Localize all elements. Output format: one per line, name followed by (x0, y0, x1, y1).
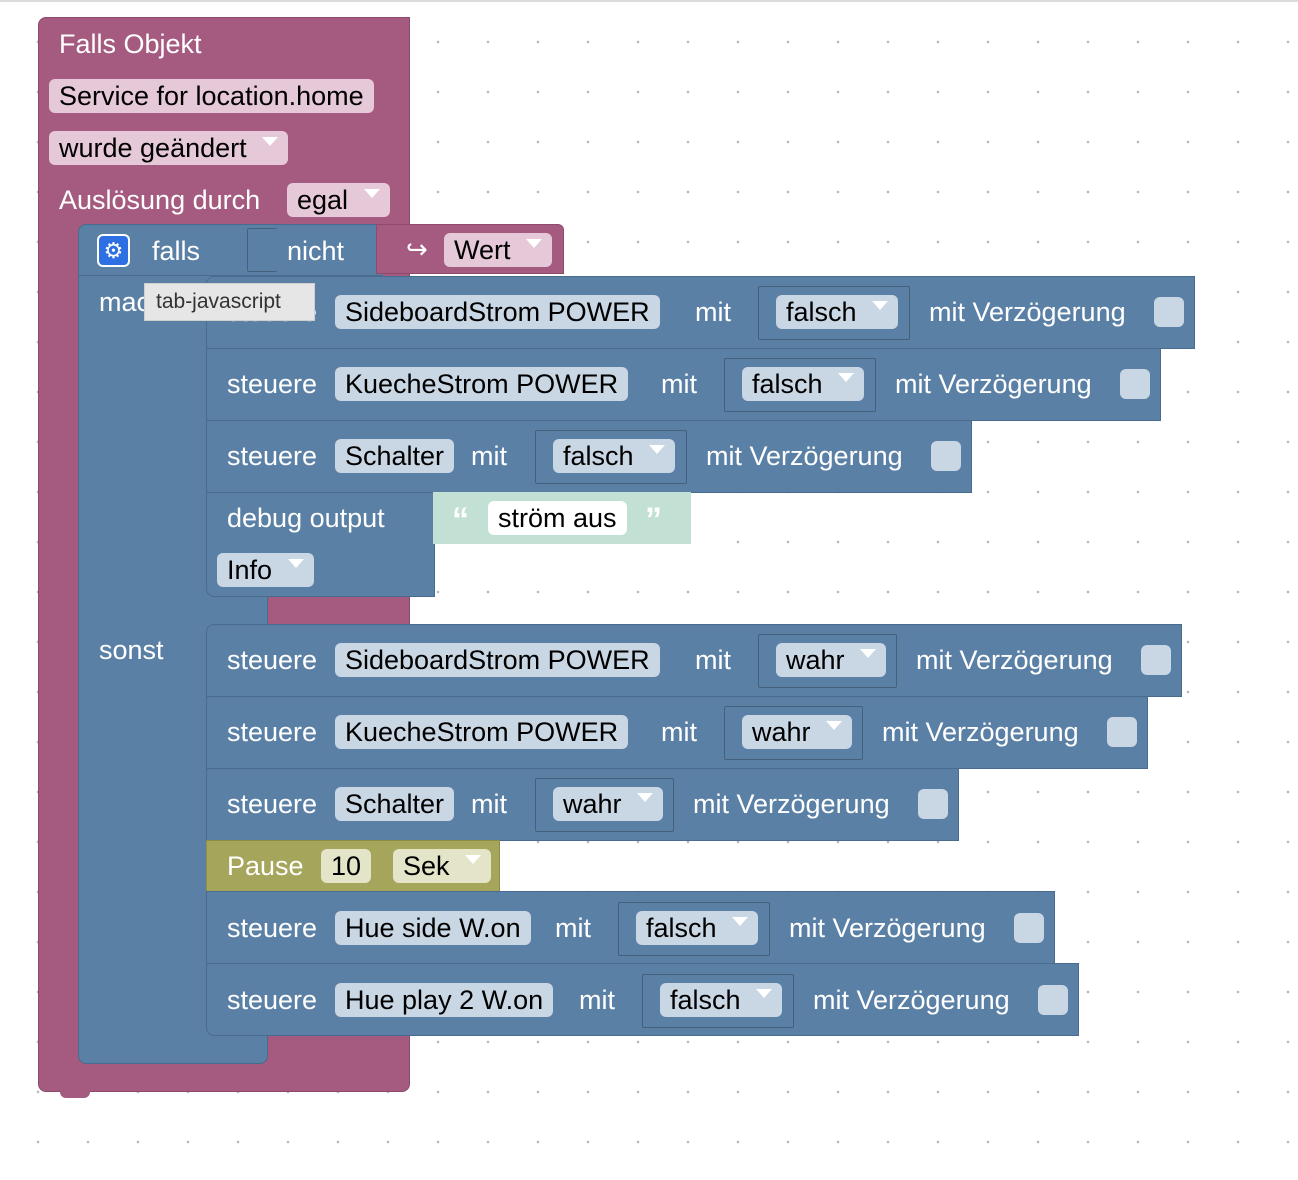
debug-label: debug output (227, 503, 385, 533)
close-quote-icon: ” (645, 501, 662, 539)
control-keyword: steuere (227, 985, 318, 1015)
not-label: nicht (287, 236, 345, 266)
control-target-field[interactable]: KuecheStrom POWER (335, 715, 629, 749)
control-with-label: mit (471, 789, 507, 819)
value-dropdown[interactable]: wahr (553, 787, 664, 821)
tooltip: tab-javascript (144, 283, 315, 321)
value-dropdown-label: falsch (752, 369, 823, 399)
control-target-field[interactable]: Hue side W.on (335, 911, 531, 945)
value-dropdown[interactable]: wahr (776, 643, 887, 677)
if-falls-label: falls (152, 236, 201, 266)
value-dropdown[interactable]: falsch (776, 295, 899, 329)
trigger-title: Falls Objekt (59, 29, 202, 59)
else-label: sonst (99, 635, 164, 665)
debug-text-field[interactable]: ström aus (488, 501, 627, 535)
delay-checkbox[interactable] (1107, 717, 1137, 747)
control-with-label: mit (695, 297, 731, 327)
control-with-label: mit (471, 441, 507, 471)
value-dropdown-label: Wert (454, 235, 511, 265)
delay-checkbox[interactable] (1120, 369, 1150, 399)
control-keyword: steuere (227, 717, 318, 747)
control-target-field[interactable]: Hue play 2 W.on (335, 983, 554, 1017)
pause-unit-dropdown[interactable]: Sek (393, 849, 492, 883)
value-dropdown[interactable]: wahr (742, 715, 853, 749)
then-label: mac (99, 287, 151, 317)
delay-label: mit Verzögerung (706, 441, 903, 471)
value-dropdown[interactable]: Wert (444, 233, 553, 267)
not-socket (247, 228, 277, 272)
value-dropdown-label: wahr (563, 789, 622, 819)
arrow-icon: ↪ (406, 234, 428, 264)
control-keyword: steuere (227, 913, 318, 943)
delay-checkbox[interactable] (1154, 297, 1184, 327)
trigger-source-dropdown[interactable]: egal (287, 183, 390, 217)
trigger-bottom-notch (60, 1088, 90, 1098)
value-dropdown[interactable]: falsch (742, 367, 865, 401)
delay-checkbox[interactable] (1038, 985, 1068, 1015)
value-dropdown[interactable]: falsch (553, 439, 676, 473)
trigger-condition-value: wurde geändert (59, 133, 247, 163)
log-level-dropdown[interactable]: Info (217, 553, 314, 587)
delay-label: mit Verzögerung (916, 645, 1113, 675)
control-block[interactable] (206, 348, 1161, 421)
value-dropdown-label: falsch (563, 441, 634, 471)
open-quote-icon: “ (452, 501, 469, 539)
control-target-field[interactable]: Schalter (335, 787, 455, 821)
control-with-label: mit (661, 369, 697, 399)
control-with-label: mit (579, 985, 615, 1015)
control-target-field[interactable]: SideboardStrom POWER (335, 295, 660, 329)
delay-label: mit Verzögerung (693, 789, 890, 819)
gear-icon[interactable]: ⚙ (97, 234, 130, 267)
value-dropdown-label: falsch (646, 913, 717, 943)
control-keyword: steuere (227, 645, 318, 675)
delay-checkbox[interactable] (918, 789, 948, 819)
control-with-label: mit (695, 645, 731, 675)
control-keyword: steuere (227, 369, 318, 399)
log-level-value: Info (227, 555, 273, 585)
delay-checkbox[interactable] (1141, 645, 1171, 675)
delay-label: mit Verzögerung (813, 985, 1010, 1015)
control-target-field[interactable]: SideboardStrom POWER (335, 643, 660, 677)
delay-checkbox[interactable] (1014, 913, 1044, 943)
pause-duration-field[interactable]: 10 (321, 849, 372, 883)
trigger-object-field[interactable]: Service for location.home (49, 79, 374, 113)
control-with-label: mit (661, 717, 697, 747)
control-target-field[interactable]: Schalter (335, 439, 455, 473)
pause-unit-value: Sek (403, 851, 450, 881)
control-keyword: steuere (227, 789, 318, 819)
delay-label: mit Verzögerung (929, 297, 1126, 327)
value-dropdown[interactable]: falsch (636, 911, 759, 945)
control-keyword: steuere (227, 441, 318, 471)
value-dropdown-label: wahr (752, 717, 811, 747)
delay-label: mit Verzögerung (895, 369, 1092, 399)
value-dropdown[interactable]: falsch (660, 983, 783, 1017)
delay-checkbox[interactable] (931, 441, 961, 471)
control-target-field[interactable]: KuecheStrom POWER (335, 367, 629, 401)
top-divider (0, 0, 1298, 2)
value-dropdown-label: falsch (670, 985, 741, 1015)
value-dropdown-label: falsch (786, 297, 857, 327)
trigger-source-value: egal (297, 185, 349, 215)
pause-label: Pause (227, 851, 304, 881)
value-dropdown-label: wahr (786, 645, 845, 675)
trigger-condition-dropdown[interactable]: wurde geändert (49, 131, 289, 165)
delay-label: mit Verzögerung (882, 717, 1079, 747)
control-with-label: mit (555, 913, 591, 943)
trigger-by-label: Auslösung durch (59, 185, 261, 215)
delay-label: mit Verzögerung (789, 913, 986, 943)
